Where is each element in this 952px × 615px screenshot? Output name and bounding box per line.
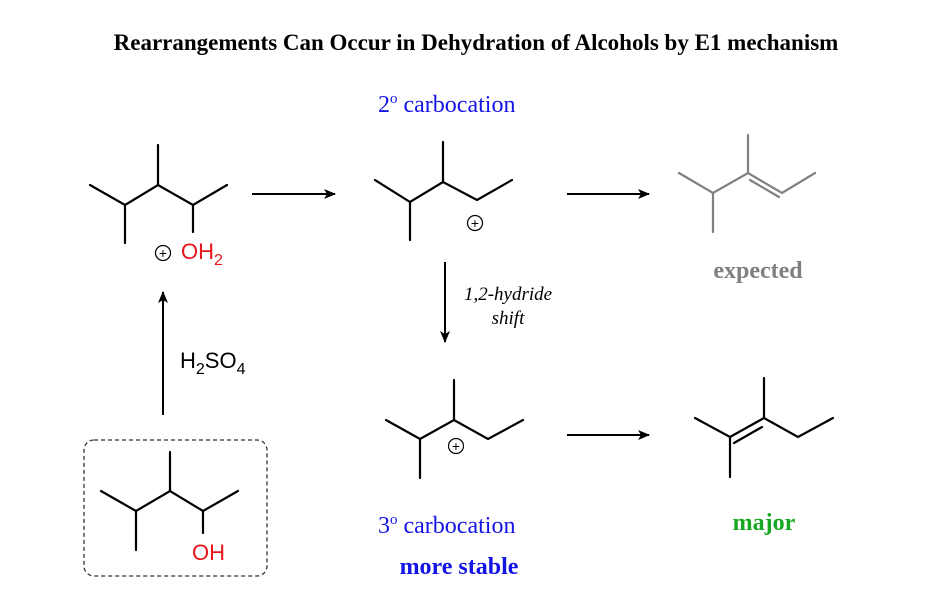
double-bond-inner-line: [748, 178, 781, 199]
main-chain-bonds: [384, 418, 525, 441]
protonated-alcohol-molecule: + OH2: [88, 143, 229, 269]
hydride-shift-label-line2: shift: [492, 308, 525, 329]
tertiary-carbocation-label: 3o carbocation: [378, 512, 515, 539]
double-bond-inner-line: [732, 425, 764, 445]
expected-product-label: expected: [713, 258, 803, 284]
hydride-shift-label-line1: 1,2-hydride: [464, 284, 552, 305]
positive-charge-icon: +: [447, 437, 465, 455]
main-chain-bonds: [88, 183, 229, 207]
positive-charge-icon: +: [466, 214, 484, 232]
more-stable-label: more stable: [400, 554, 519, 580]
reagent-label: H2SO4: [180, 348, 246, 378]
oxonium-label: OH2: [181, 239, 223, 269]
diagram-title: Rearrangements Can Occur in Dehydration …: [114, 30, 839, 55]
expected-product-molecule: [677, 133, 817, 234]
svg-text:+: +: [452, 438, 460, 454]
hydroxyl-label: OH: [192, 540, 225, 565]
main-chain-bonds: [373, 178, 514, 204]
major-product-label: major: [733, 510, 796, 536]
svg-text:+: +: [159, 245, 167, 261]
main-chain-bonds: [693, 416, 835, 439]
starting-material-box: [83, 439, 268, 577]
tertiary-carbocation-molecule: +: [384, 378, 525, 480]
secondary-carbocation-label: 2o carbocation: [378, 91, 515, 118]
major-product-molecule: [693, 376, 835, 479]
secondary-carbocation-molecule: +: [373, 140, 514, 242]
main-chain-bonds: [99, 489, 240, 513]
positive-charge-icon: +: [154, 244, 172, 262]
svg-text:+: +: [471, 215, 479, 231]
main-chain-bonds: [677, 171, 817, 195]
starting-alcohol-molecule: OH: [99, 450, 240, 565]
